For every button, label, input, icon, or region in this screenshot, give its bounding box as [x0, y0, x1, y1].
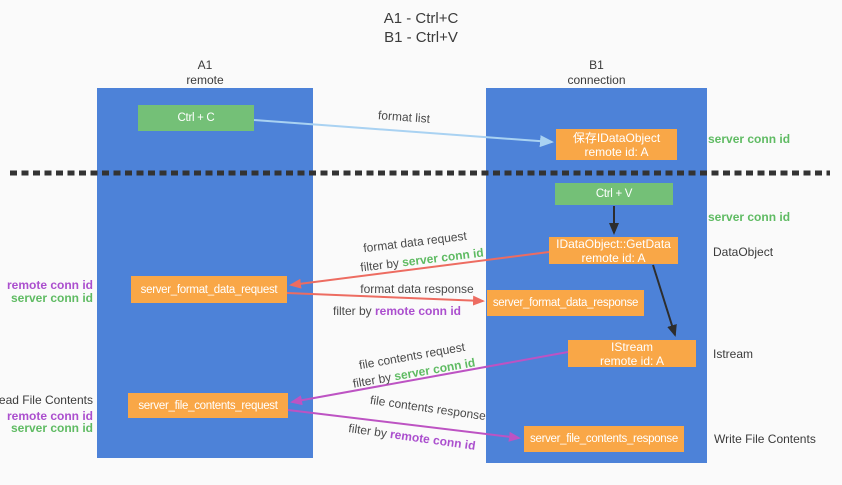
- node-server-format-data-request-label: server_format_data_request: [140, 283, 278, 296]
- left-label-server-conn-id-file: server conn id: [10, 421, 93, 435]
- left-label-remote-conn-id-file: remote conn id: [6, 409, 93, 423]
- node-idataobject-getdata-line1: IDataObject::GetData: [556, 236, 671, 251]
- edge-label-format-list-text: format list: [377, 108, 431, 126]
- filter-by-text: filter by: [351, 369, 396, 391]
- diagram-title: A1 - Ctrl+C B1 - Ctrl+V: [0, 9, 842, 47]
- edge-label-format-list: format list: [378, 108, 431, 126]
- title-line-2: B1 - Ctrl+V: [384, 29, 458, 46]
- edge-label-file-contents-response-filter: filter by remote conn id: [348, 421, 477, 453]
- node-ctrl-v-label: Ctrl + V: [595, 188, 633, 200]
- lane-b1-name: B1: [589, 58, 604, 72]
- node-idataobject-getdata-line2: remote id: A: [581, 250, 646, 265]
- left-label-remote-conn-id-format: remote conn id: [6, 278, 93, 292]
- node-ctrl-c: Ctrl + C: [138, 105, 254, 131]
- node-server-file-contents-request: server_file_contents_request: [128, 393, 288, 418]
- node-server-format-data-response: server_format_data_response: [487, 290, 644, 316]
- filter-key-remote-conn-id: remote conn id: [375, 304, 462, 318]
- lane-a1-name: A1: [197, 58, 213, 72]
- title-line-1: A1 - Ctrl+C: [383, 10, 459, 27]
- right-label-server-conn-id-mid: server conn id: [708, 210, 791, 224]
- right-label-write-file-contents: Write File Contents: [714, 432, 816, 446]
- edge-label-format-data-response-filter: filter by remote conn id: [333, 304, 461, 318]
- node-save-idataobject: 保存IDataObject remote id: A: [556, 129, 677, 160]
- edge-label-format-data-response-text: format data response: [360, 282, 474, 296]
- edge-label-file-contents-response-text: file contents response: [369, 392, 487, 424]
- node-server-format-data-response-label: server_format_data_response: [492, 297, 639, 309]
- lane-header-a1: A1 remote: [97, 58, 313, 88]
- filter-by-text: filter by: [347, 421, 392, 441]
- filter-by-text: filter by: [332, 304, 375, 318]
- node-istream-line2: remote id: A: [599, 353, 665, 368]
- lane-b1-role: connection: [567, 73, 626, 87]
- filter-by-text: filter by: [359, 255, 403, 275]
- lane-a1-role: remote: [186, 73, 224, 87]
- node-idataobject-getdata: IDataObject::GetData remote id: A: [549, 236, 678, 265]
- left-label-read-file-contents: Read File Contents: [0, 393, 93, 407]
- node-server-file-contents-response: server_file_contents_response: [524, 426, 684, 452]
- node-server-format-data-request: server_format_data_request: [131, 276, 287, 303]
- node-server-file-contents-response-label: server_file_contents_response: [530, 433, 678, 445]
- edge-label-file-contents-response: file contents response: [369, 393, 487, 423]
- node-istream: IStream remote id: A: [568, 339, 696, 368]
- left-label-server-conn-id-format: server conn id: [10, 291, 93, 305]
- node-ctrl-c-label: Ctrl + C: [177, 112, 215, 124]
- right-label-istream: Istream: [713, 347, 754, 361]
- node-save-idataobject-line1: 保存IDataObject: [572, 130, 661, 145]
- edge-label-format-data-response: format data response: [360, 282, 473, 296]
- node-istream-line1: IStream: [610, 339, 653, 354]
- node-save-idataobject-line2: remote id: A: [584, 144, 649, 159]
- right-label-dataobject: DataObject: [713, 245, 774, 259]
- right-label-server-conn-id-top: server conn id: [708, 132, 791, 146]
- filter-key-remote-conn-id: remote conn id: [389, 427, 477, 453]
- node-ctrl-v: Ctrl + V: [555, 183, 673, 205]
- lane-header-b1: B1 connection: [486, 58, 707, 88]
- node-server-file-contents-request-label: server_file_contents_request: [138, 399, 278, 412]
